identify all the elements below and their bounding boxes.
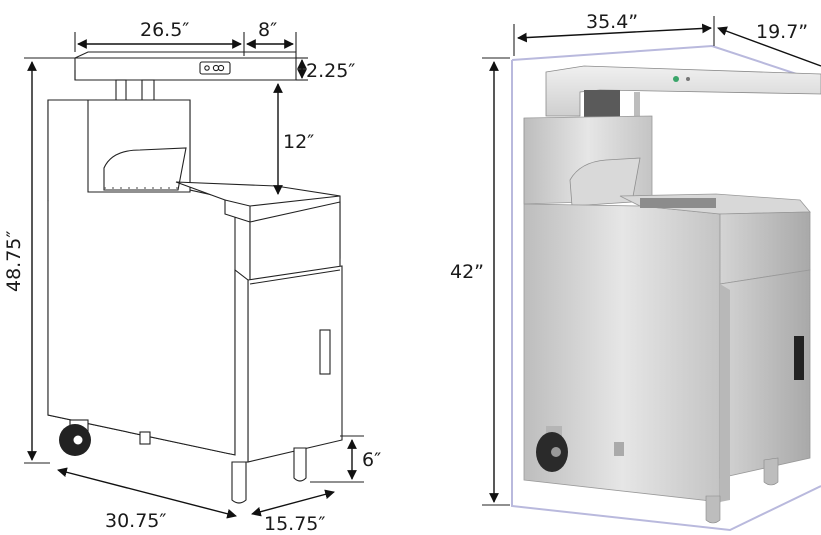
dim-depth-top: 8″ bbox=[258, 19, 277, 41]
line-drawing-view: 26.5″ 8″ 2.25″ 12″ 48.75″ 6″ 30.75″ 15.7… bbox=[3, 19, 381, 535]
heat-lamp-shelf-photo bbox=[545, 65, 821, 126]
photo-dimension-lines bbox=[482, 16, 821, 506]
scoop-shield bbox=[103, 147, 187, 191]
dimension-lines bbox=[24, 32, 364, 519]
leg bbox=[231, 461, 247, 504]
dim-photo-height: 42” bbox=[450, 261, 484, 283]
door-handle-photo bbox=[794, 336, 804, 380]
photo-view: 35.4” 19.7” 42” bbox=[450, 11, 821, 532]
dim-base-depth: 15.75″ bbox=[264, 513, 326, 535]
scoop-shield-photo bbox=[569, 157, 641, 207]
dim-overall-height: 48.75″ bbox=[3, 231, 25, 293]
leg-photo bbox=[763, 457, 779, 486]
leg-photo bbox=[614, 442, 624, 456]
indicator-light-icon bbox=[673, 76, 679, 82]
door-handle bbox=[319, 329, 331, 375]
leg bbox=[139, 431, 151, 445]
switch-icon bbox=[204, 65, 210, 71]
dim-photo-width: 35.4” bbox=[586, 11, 638, 33]
dim-base-width: 30.75″ bbox=[105, 510, 167, 532]
dim-shelf-clearance: 12″ bbox=[283, 131, 314, 153]
dim-width-top: 26.5″ bbox=[140, 19, 189, 41]
caster-wheel-photo bbox=[536, 426, 568, 472]
dim-photo-depth: 19.7” bbox=[756, 21, 808, 43]
leg-photo bbox=[705, 495, 721, 524]
dim-shelf-thickness: 2.25″ bbox=[306, 60, 355, 82]
shelf-post bbox=[115, 79, 127, 103]
shelf-post bbox=[141, 79, 155, 103]
caster-wheel bbox=[59, 419, 91, 456]
heat-lamp-shelf bbox=[74, 51, 297, 81]
bounding-box-outline bbox=[511, 44, 821, 532]
leg bbox=[293, 447, 307, 482]
dim-leg-height: 6″ bbox=[362, 449, 381, 471]
